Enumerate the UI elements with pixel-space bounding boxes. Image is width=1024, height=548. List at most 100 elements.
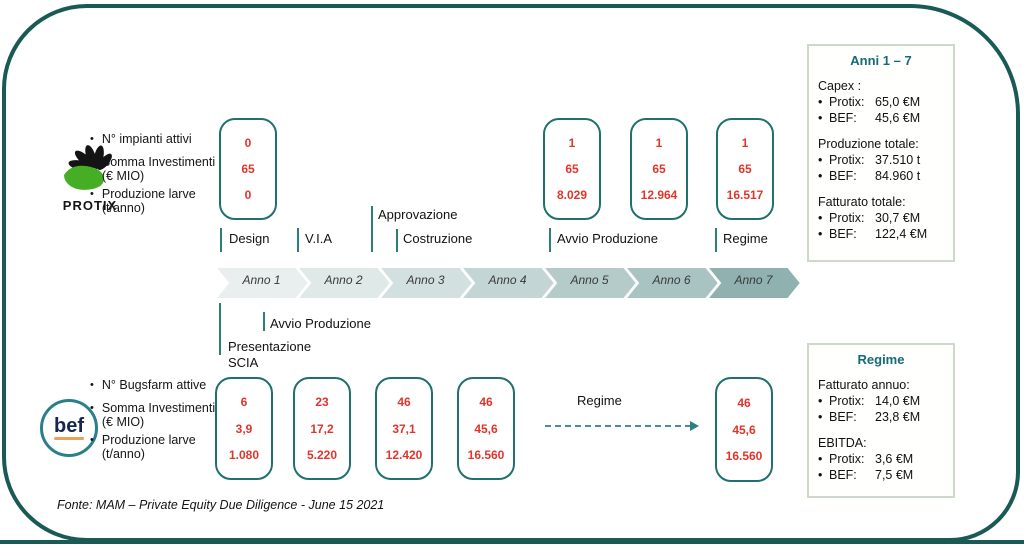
- bullet-icon: •: [90, 434, 94, 446]
- value: 65: [738, 162, 752, 176]
- value: 46: [737, 395, 751, 410]
- tick-avvio-produzione: [549, 228, 551, 252]
- value: 65: [565, 162, 579, 176]
- regime-dashed-arrow: [545, 425, 691, 427]
- protix-metric-label: N° impianti attivi: [101, 132, 192, 146]
- bef-box-anno1: 6 3,9 1.080: [215, 377, 273, 480]
- value: 12.420: [385, 447, 423, 462]
- value: 46: [479, 395, 493, 410]
- panel-row: • Protix: 30,7 €M: [818, 210, 944, 226]
- row-value: 30,7 €M: [875, 211, 921, 225]
- panel-title: Regime: [857, 352, 905, 367]
- milestone-costruzione: Costruzione: [403, 231, 473, 246]
- row-label: BEF:: [829, 111, 857, 125]
- panel-section-heading: Fatturato totale:: [818, 195, 906, 209]
- row-label: BEF:: [829, 410, 857, 424]
- panel-section-heading: Fatturato annuo:: [818, 378, 910, 392]
- milestone-avvio-produzione-bef: Avvio Produzione: [270, 316, 371, 331]
- bullet-icon: •: [818, 452, 823, 466]
- milestone-avvio-produzione: Avvio Produzione: [557, 231, 658, 246]
- bef-box-anno2: 23 17,2 5.220: [293, 377, 351, 480]
- row-label: Protix:: [829, 452, 865, 466]
- bullet-icon: •: [818, 111, 823, 125]
- milestone-regime-bef: Regime: [577, 393, 622, 408]
- protix-swirl-icon: [64, 145, 112, 190]
- year-label-anno2: Anno 2: [324, 273, 363, 287]
- protix-box-anno6: 1 65 12.964: [630, 118, 688, 220]
- value: 1.080: [228, 447, 260, 462]
- bef-metric-produzione: • Produzione larve (t/anno): [90, 433, 230, 461]
- panel-section-heading: Produzione totale:: [818, 137, 919, 151]
- value: 23: [315, 395, 329, 410]
- bef-metric-bugsfarm: • N° Bugsfarm attive: [90, 378, 230, 393]
- row-label: Protix:: [829, 394, 865, 408]
- bullet-icon: •: [90, 133, 94, 145]
- year-label-anno6: Anno 6: [652, 273, 691, 287]
- value: 46: [397, 395, 411, 410]
- value: 8.029: [556, 188, 588, 202]
- value: 1: [741, 136, 749, 150]
- bef-metric-label: N° Bugsfarm attive: [101, 378, 207, 392]
- panel-title: Anni 1 – 7: [850, 53, 912, 68]
- milestone-presentazione-scia: Presentazione SCIA: [228, 339, 312, 370]
- row-label: BEF:: [829, 468, 857, 482]
- milestone-via: V.I.A: [305, 231, 332, 246]
- panel-row: • BEF: 45,6 €M: [818, 110, 944, 126]
- tick-avvio-produzione-bef: [263, 312, 265, 331]
- row-label: BEF:: [829, 169, 857, 183]
- year-label-anno1: Anno 1: [242, 273, 281, 287]
- tick-costruzione: [396, 229, 398, 252]
- panel-section-heading: Capex :: [818, 79, 862, 93]
- bef-box-anno4: 46 45,6 16.560: [457, 377, 515, 480]
- value: 37,1: [392, 421, 416, 436]
- summary-panel-regime: Regime Fatturato annuo: • Protix: 14,0 €…: [807, 343, 955, 498]
- bullet-icon: •: [90, 379, 94, 391]
- year-label-anno7: Anno 7: [734, 273, 773, 287]
- bullet-icon: •: [818, 95, 823, 109]
- row-value: 122,4 €M: [875, 227, 928, 241]
- bullet-icon: •: [818, 211, 823, 225]
- value: 0: [244, 136, 252, 150]
- protix-metric-investimenti: • Somma Investimenti (€ MIO): [90, 155, 230, 183]
- protix-box-anno1: 0 65 0: [219, 118, 277, 220]
- protix-metric-impianti: • N° impianti attivi: [90, 132, 230, 147]
- bullet-icon: •: [818, 468, 823, 482]
- protix-logo: PROTIX: [48, 142, 132, 213]
- value: 12.964: [640, 188, 678, 202]
- row-value: 84.960 t: [875, 169, 921, 183]
- slide-bottom-rule: [0, 540, 1024, 544]
- panel-row: • BEF: 7,5 €M: [818, 467, 944, 483]
- timeline-arrow-bar: [214, 266, 803, 300]
- value: 1: [568, 136, 576, 150]
- panel-row: • BEF: 84.960 t: [818, 168, 944, 184]
- bef-box-anno3: 46 37,1 12.420: [375, 377, 433, 480]
- protix-box-anno7: 1 65 16.517: [716, 118, 774, 220]
- row-value: 37.510 t: [875, 153, 921, 167]
- year-label-anno5: Anno 5: [570, 273, 609, 287]
- value: 1: [655, 136, 663, 150]
- bef-logo-subtext-mark: [54, 437, 84, 440]
- milestone-regime: Regime: [723, 231, 768, 246]
- bullet-icon: •: [90, 156, 94, 168]
- protix-metric-label: Produzione larve (t/anno): [101, 187, 196, 215]
- value: 65: [241, 162, 255, 176]
- tick-approvazione: [371, 206, 373, 252]
- bef-metric-label: Produzione larve (t/anno): [101, 433, 196, 461]
- panel-row: • Protix: 65,0 €M: [818, 94, 944, 110]
- value: 65: [652, 162, 666, 176]
- bef-metric-investimenti: • Somma Investimenti (€ MIO): [90, 401, 230, 429]
- summary-panel-anni-1-7: Anni 1 – 7 Capex : • Protix: 65,0 €M • B…: [807, 44, 955, 262]
- row-value: 65,0 €M: [875, 95, 921, 109]
- value: 17,2: [310, 421, 334, 436]
- tick-regime: [715, 228, 717, 252]
- panel-section-heading: EBITDA:: [818, 436, 867, 450]
- year-label-anno3: Anno 3: [406, 273, 445, 287]
- panel-row: • Protix: 37.510 t: [818, 152, 944, 168]
- tick-via: [297, 228, 299, 252]
- bef-metric-label: Somma Investimenti (€ MIO): [101, 401, 216, 429]
- value: 16.517: [726, 188, 764, 202]
- bef-logo-label: bef: [54, 415, 84, 437]
- bullet-icon: •: [818, 169, 823, 183]
- bullet-icon: •: [90, 402, 94, 414]
